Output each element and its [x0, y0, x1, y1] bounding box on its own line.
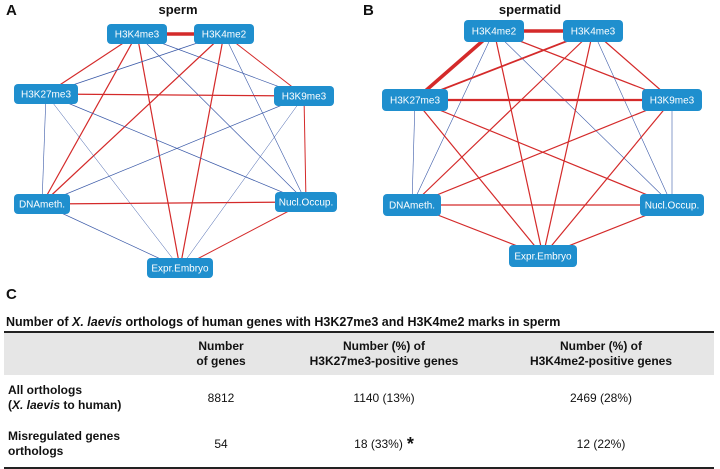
node-exprembryo: Expr.Embryo: [509, 245, 577, 267]
edge-h3k9me3-nuclocc: [303, 95, 307, 203]
edge-h3k4me2-nuclocc: [223, 33, 307, 203]
panel-letter-c: C: [6, 286, 17, 303]
network-title: sperm: [158, 2, 197, 17]
significance-asterisk: *: [406, 433, 414, 454]
node-label: H3K4me2: [202, 30, 247, 41]
edge-dnameth-exprembryo: [41, 203, 181, 269]
network-title: spermatid: [499, 2, 561, 17]
edge-h3k4me2-dnameth: [41, 33, 225, 205]
edge-h3k4me3-h3k9me3: [136, 33, 305, 97]
edge-h3k4me2-h3k9me3: [493, 30, 673, 101]
edge-h3k4me3-h3k9me3: [592, 30, 673, 101]
cell-number-of-genes: 54: [162, 421, 280, 469]
edge-h3k4me3-h3k27me3: [414, 30, 594, 101]
node-dnameth: DNAmeth.: [14, 194, 70, 214]
edge-h3k4me3-dnameth: [41, 33, 138, 205]
edge-h3k4me2-exprembryo: [493, 30, 544, 257]
edge-h3k4me2-dnameth: [411, 30, 495, 206]
node-nuclocc: Nucl.Occup.: [275, 192, 337, 212]
edge-h3k4me3-exprembryo: [136, 33, 181, 269]
node-h3k9me3: H3K9me3: [642, 89, 702, 111]
edge-h3k9me3-exprembryo: [179, 95, 305, 269]
edge-h3k4me3-nuclocc: [592, 30, 673, 206]
node-h3k4me3: H3K4me3: [563, 20, 623, 42]
edge-h3k4me3-dnameth: [411, 30, 594, 206]
row-label: All orthologs (X. laevis to human): [8, 383, 122, 412]
cell-h3k27me3: 1140 (13%): [353, 390, 415, 405]
table-title-species: X. laevis: [71, 315, 123, 329]
table-title: Number of X. laevis orthologs of human g…: [6, 315, 561, 329]
panel-letter-b: B: [363, 2, 374, 19]
node-label: Expr.Embryo: [514, 252, 572, 263]
cell-number-of-genes: 8812: [207, 390, 235, 405]
edge-h3k4me2-h3k27me3: [45, 33, 225, 95]
edge-h3k9me3-dnameth: [41, 95, 305, 205]
edge-h3k27me3-dnameth: [411, 99, 416, 206]
node-label: H3K27me3: [21, 90, 71, 101]
edge-nuclocc-exprembryo: [179, 201, 307, 269]
node-h3k27me3: H3K27me3: [382, 89, 448, 111]
table-row-misregulated: Misregulated genes orthologs 54 18 (33%)…: [4, 421, 714, 469]
node-label: Nucl.Occup.: [645, 201, 699, 212]
edge-h3k4me3-exprembryo: [542, 30, 594, 257]
edge-h3k27me3-exprembryo: [45, 93, 181, 269]
cell-h3k27me3: 18 (33%)*: [280, 421, 488, 469]
node-label: DNAmeth.: [19, 200, 65, 211]
node-label: DNAmeth.: [389, 201, 435, 212]
node-h3k4me3: H3K4me3: [107, 24, 167, 44]
row-label: Misregulated genes orthologs: [4, 421, 162, 469]
node-label: H3K27me3: [390, 96, 440, 107]
node-h3k9me3: H3K9me3: [274, 86, 334, 106]
node-label: H3K4me2: [472, 27, 517, 38]
panel-letter-a: A: [6, 2, 17, 19]
edge-h3k4me2-h3k9me3: [223, 33, 305, 97]
edge-dnameth-nuclocc: [41, 201, 307, 205]
node-h3k4me2: H3K4me2: [194, 24, 254, 44]
node-h3k4me2: H3K4me2: [464, 20, 524, 42]
node-label: Nucl.Occup.: [279, 198, 333, 209]
node-exprembryo: Expr.Embryo: [147, 258, 213, 278]
edge-h3k4me2-exprembryo: [179, 33, 225, 269]
edge-h3k4me2-h3k27me3: [413, 29, 496, 102]
edge-h3k27me3-dnameth: [41, 93, 47, 205]
node-label: Expr.Embryo: [151, 264, 209, 275]
node-label: H3K4me3: [115, 30, 160, 41]
node-nuclocc: Nucl.Occup.: [640, 194, 704, 216]
edge-h3k9me3-exprembryo: [542, 99, 673, 257]
node-dnameth: DNAmeth.: [383, 194, 441, 216]
edge-h3k27me3-h3k9me3: [45, 93, 305, 97]
edge-h3k4me3-nuclocc: [136, 33, 307, 203]
node-h3k27me3: H3K27me3: [14, 84, 78, 104]
header-empty: [4, 332, 162, 375]
table-row-all-orthologs: All orthologs (X. laevis to human) 8812 …: [4, 375, 714, 421]
node-label: H3K9me3: [282, 92, 327, 103]
edge-h3k9me3-dnameth: [411, 99, 673, 206]
node-label: H3K9me3: [650, 96, 695, 107]
edge-h3k27me3-nuclocc: [45, 93, 307, 203]
edge-h3k4me2-nuclocc: [493, 30, 673, 206]
cell-h3k4me2: 12 (22%): [488, 421, 714, 469]
cell-h3k4me2: 2469 (28%): [569, 390, 633, 405]
node-label: H3K4me3: [571, 27, 616, 38]
